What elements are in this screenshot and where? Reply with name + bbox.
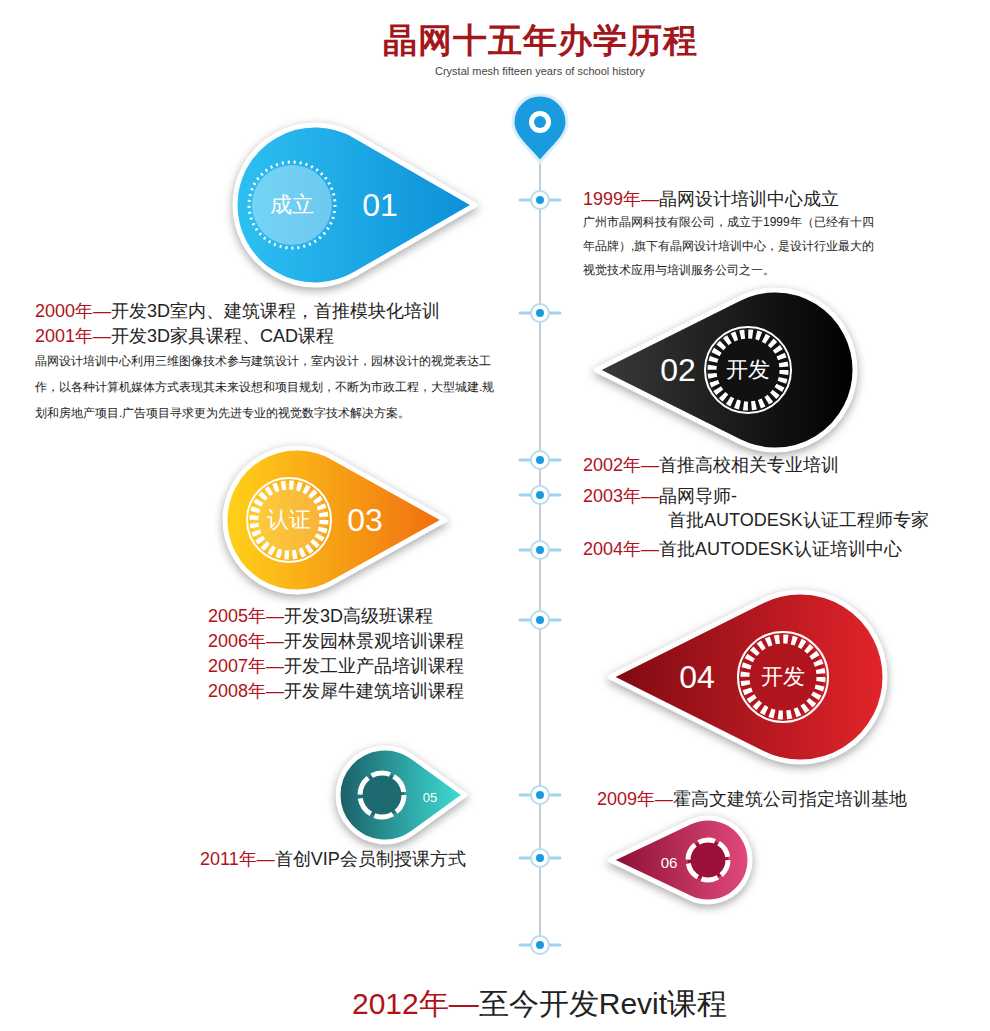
timeline-entry: 2008年—开发犀牛建筑培训课程 xyxy=(208,679,464,703)
step-label: 开发 xyxy=(761,666,805,688)
ring-fill xyxy=(710,332,786,408)
description-text: 晶网设计培训中心利用三维图像技术参与建筑设计，室内设计，园林设计的视觉表达工作，… xyxy=(35,348,503,426)
marker-dot xyxy=(536,196,544,204)
step-number: 01 xyxy=(362,189,398,221)
marker-dot xyxy=(536,854,544,862)
drop-outline xyxy=(338,748,465,842)
marker-dot xyxy=(536,616,544,624)
drop-outline xyxy=(610,818,750,902)
marker-dot xyxy=(536,456,544,464)
burst-ring xyxy=(745,639,821,715)
drop-outline xyxy=(235,125,475,285)
outer-ring xyxy=(247,478,331,562)
marker-ring xyxy=(531,786,549,804)
step-label: 成立 xyxy=(270,194,314,216)
marker-dot xyxy=(536,791,544,799)
marker-dot xyxy=(536,491,544,499)
step-label: 开发 xyxy=(726,359,770,381)
timeline-entry: 2009年—霍高文建筑公司指定培训基地 xyxy=(597,787,907,811)
marker-dot xyxy=(536,941,544,949)
timeline-entry: 2004年—首批AUTODESK认证培训中心 xyxy=(583,537,902,561)
segment-ring xyxy=(360,773,404,817)
step-number: 03 xyxy=(347,504,383,536)
marker-dot xyxy=(536,546,544,554)
timeline-entry: 2001年—开发3D家具课程、CAD课程 xyxy=(35,324,334,348)
ring-fill xyxy=(252,165,332,245)
timeline-entry: 2003年—晶网导师- 首批AUTODESK认证工程师专家 xyxy=(583,484,929,533)
ring-fill xyxy=(360,773,404,817)
location-pin xyxy=(513,95,567,162)
step-number: 06 xyxy=(661,855,678,870)
outer-ring xyxy=(738,632,828,722)
drop-marker: 04 开发 xyxy=(605,590,895,765)
timeline-entry: 2000年—开发3D室内、建筑课程，首推模块化培训 xyxy=(35,299,440,323)
marker-ring xyxy=(531,451,549,469)
dotted-ring xyxy=(249,162,335,248)
burst-ring xyxy=(712,334,784,406)
drop-outline xyxy=(610,592,885,762)
step-number: 02 xyxy=(660,354,696,386)
drop-shape xyxy=(330,745,470,845)
marker-ring xyxy=(531,191,549,209)
ring-fill xyxy=(688,840,728,880)
drop-shape xyxy=(215,445,450,595)
timeline-entry: 2012年—至今开发Revit课程 xyxy=(352,984,727,1025)
marker-ring xyxy=(531,486,549,504)
marker-ring xyxy=(531,936,549,954)
timeline-entry: 2006年—开发园林景观培训课程 xyxy=(208,629,464,653)
step-number: 05 xyxy=(423,791,437,804)
timeline-entry: 2007年—开发工业产品培训课程 xyxy=(208,654,464,678)
timeline-markers xyxy=(520,191,560,954)
segment-ring xyxy=(688,840,728,880)
step-number: 04 xyxy=(679,661,715,693)
timeline-entry: 2011年—首创VIP会员制授课方式 xyxy=(200,847,466,871)
drop-marker: 认证 03 xyxy=(215,445,450,595)
drop-outline xyxy=(225,448,445,592)
marker-ring xyxy=(531,541,549,559)
drop-shape xyxy=(605,815,755,905)
marker-dot xyxy=(536,309,544,317)
ring-fill xyxy=(252,483,326,557)
drop-marker: 成立 01 xyxy=(220,120,480,290)
timeline-entry: 1999年—晶网设计培训中心成立 xyxy=(583,187,839,211)
drop-marker: 02 开发 xyxy=(590,290,865,450)
marker-ring xyxy=(531,611,549,629)
description-text: 广州市晶网科技有限公司，成立于1999年（已经有十四年品牌）,旗下有晶网设计培训… xyxy=(583,210,883,282)
burst-ring xyxy=(254,485,324,555)
ring-fill xyxy=(743,637,823,717)
drop-shape xyxy=(220,120,480,290)
title: 晶网十五年办学历程 xyxy=(383,18,698,64)
drop-outline xyxy=(596,290,855,450)
step-label: 认证 xyxy=(267,509,311,531)
drop-shape xyxy=(605,590,895,765)
drop-marker: 06 xyxy=(605,815,755,905)
outer-ring xyxy=(705,327,791,413)
marker-ring xyxy=(531,849,549,867)
marker-ring xyxy=(531,304,549,322)
drop-marker: 05 xyxy=(330,745,470,845)
timeline-entry: 2005年—开发3D高级班课程 xyxy=(208,604,433,628)
subtitle: Crystal mesh fifteen years of school his… xyxy=(435,64,645,79)
timeline-entry: 2002年—首推高校相关专业培训 xyxy=(583,453,839,477)
